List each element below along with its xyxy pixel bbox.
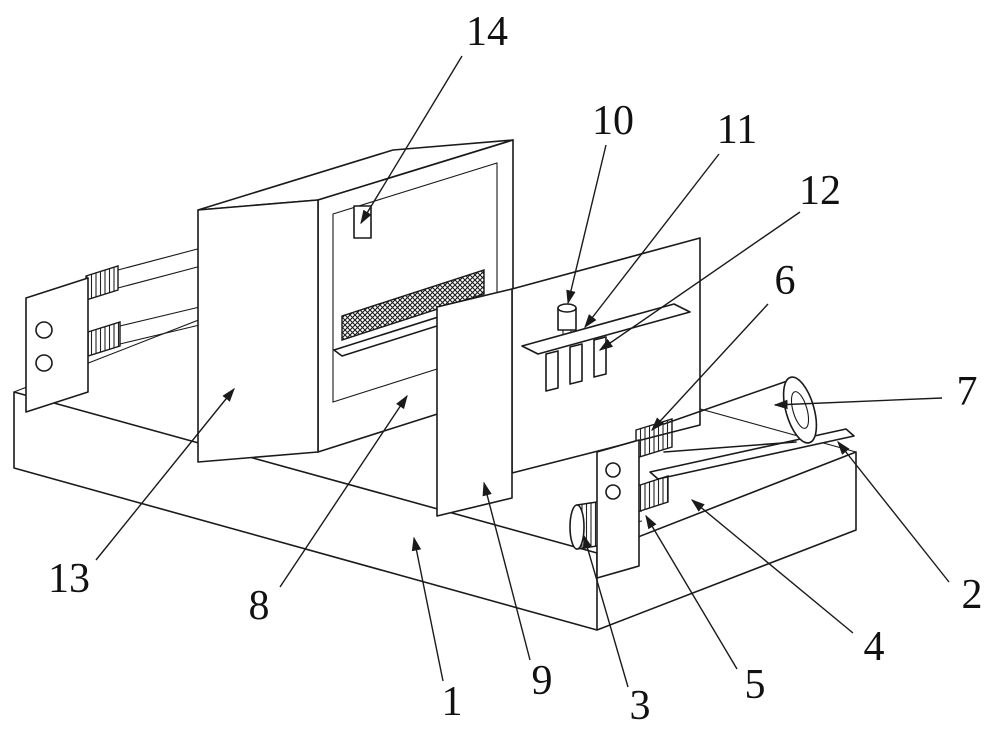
leader-line-1	[411, 536, 444, 682]
leader-line-7	[773, 397, 943, 410]
output-bearing-bracket	[596, 439, 640, 579]
housing-front-face	[197, 199, 319, 463]
leader-line-2	[837, 440, 950, 583]
roller-end-hub	[790, 391, 810, 429]
leader-line-6	[651, 303, 769, 432]
part-label-9: 9	[532, 658, 553, 704]
brush-roller	[341, 269, 485, 341]
output-roller-body	[663, 378, 797, 453]
leader-line-10	[566, 144, 607, 305]
motor-end-cap	[569, 504, 585, 550]
presser-cylinder-top	[557, 303, 577, 313]
presser-fin	[545, 350, 559, 392]
bracket-hole	[605, 462, 621, 478]
leader-line-8	[279, 394, 408, 588]
part-label-1: 1	[442, 679, 463, 725]
part-label-11: 11	[717, 107, 757, 153]
part-label-14: 14	[466, 9, 508, 55]
upper-spring-bush	[85, 265, 119, 301]
roller-end-flange	[782, 376, 818, 444]
bracket-hole	[35, 354, 53, 372]
leader-line-12	[598, 211, 801, 351]
frame-front-plate	[436, 288, 513, 517]
bracket-hole	[35, 321, 53, 339]
leader-line-5	[645, 514, 738, 670]
bracket-hole	[605, 484, 621, 500]
part-label-4: 4	[864, 624, 885, 670]
part-label-13: 13	[48, 556, 90, 602]
part-label-2: 2	[962, 572, 983, 618]
output-assembly	[569, 376, 855, 579]
part-labels: 14 10 11 126 7 2 4 5 3 9 1 8 13	[48, 9, 983, 729]
part-label-10: 10	[592, 98, 634, 144]
lower-feed-roller	[119, 304, 209, 345]
leader-line-11	[584, 153, 720, 329]
presser-fin	[569, 343, 583, 385]
lower-spring-bush	[87, 321, 121, 357]
leader-line-9	[482, 481, 531, 661]
part-label-8: 8	[249, 583, 270, 629]
part-label-12: 12	[799, 168, 841, 214]
presser-fin	[593, 336, 607, 378]
leader-lines	[95, 55, 950, 688]
part-label-6: 6	[775, 258, 796, 304]
part-label-7: 7	[957, 369, 978, 415]
part-label-5: 5	[745, 662, 766, 708]
part-label-3: 3	[630, 683, 651, 729]
leader-line-13	[95, 387, 235, 561]
upper-feed-roller	[117, 246, 206, 289]
feed-roller-assembly	[25, 246, 209, 413]
leader-line-3	[582, 534, 629, 688]
leader-line-4	[690, 499, 854, 634]
bearing-bracket	[25, 277, 89, 413]
leader-line-14	[360, 55, 463, 225]
